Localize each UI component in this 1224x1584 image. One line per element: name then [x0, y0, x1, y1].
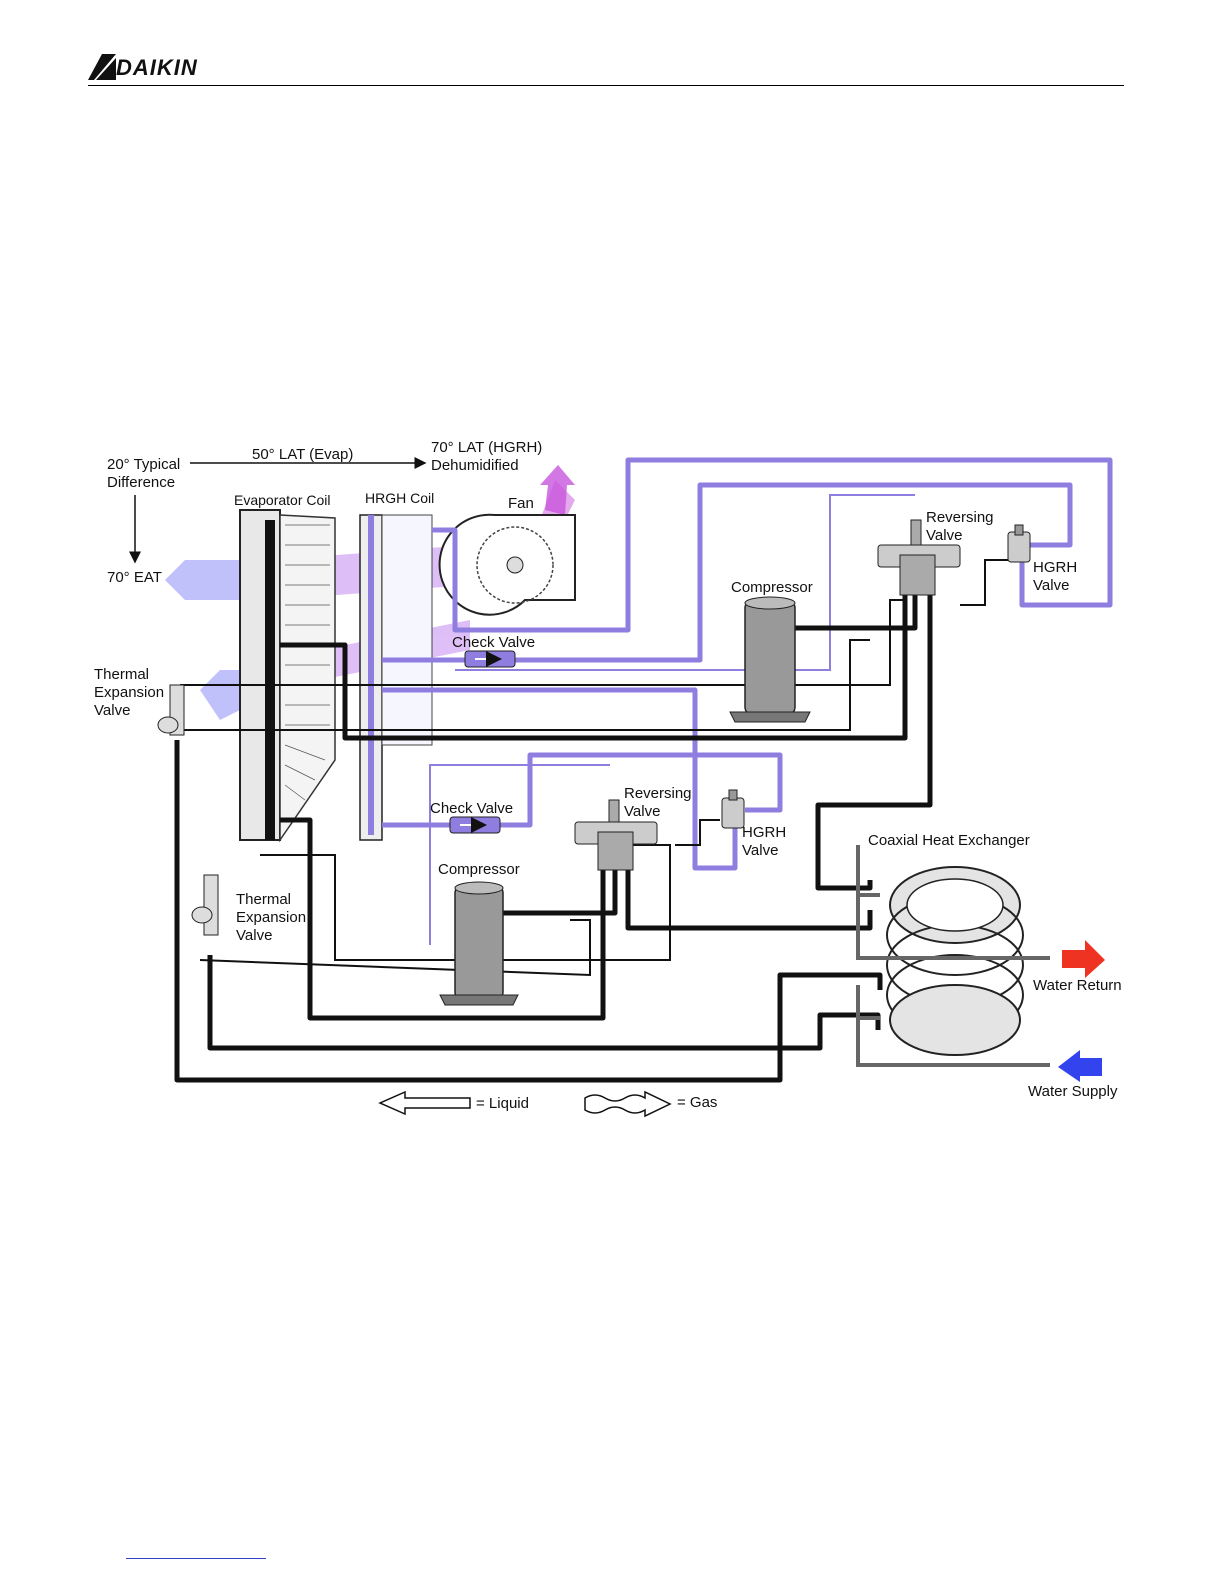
legend: = Liquid = Gas — [378, 1090, 717, 1118]
hgrh-valve-lower-label-2: Valve — [742, 842, 778, 859]
dehumidified-label: Dehumidified — [431, 457, 519, 474]
compressor-lower — [439, 881, 519, 1006]
eat-label: 70° EAT — [107, 569, 162, 586]
hgrh-valve-lower — [721, 789, 745, 829]
compressor-upper — [729, 596, 811, 723]
hgrh-valve-upper — [1007, 524, 1031, 563]
tev-lower-label-2: Expansion — [236, 909, 306, 926]
hgrh-valve-upper-label-2: Valve — [1033, 577, 1069, 594]
tev-lower-label: Thermal — [236, 891, 291, 908]
check-valve-upper-label: Check Valve — [452, 634, 535, 651]
tev-lower-label-3: Valve — [236, 927, 272, 944]
daikin-logo — [88, 54, 218, 80]
reversing-valve-upper-label-2: Valve — [926, 527, 962, 544]
reversing-valve-lower-label: Reversing — [624, 785, 692, 802]
reversing-valve-lower-label-2: Valve — [624, 803, 660, 820]
evaporator-coil — [239, 509, 336, 843]
thermal-expansion-valve-upper — [157, 684, 185, 736]
reversing-valve-lower — [574, 799, 658, 871]
fan — [438, 513, 576, 616]
hgrh-valve-upper-label: HGRH — [1033, 559, 1077, 576]
lat-evap-label: 50° LAT (Evap) — [252, 446, 353, 463]
hrgh-coil — [359, 514, 433, 841]
tev-upper-label-2: Expansion — [94, 684, 164, 701]
gas-lines-thin — [429, 494, 915, 945]
water-supply-arrow — [1058, 1050, 1102, 1082]
liquid-legend-arrow — [378, 1090, 471, 1116]
water-return-label: Water Return — [1033, 977, 1122, 994]
header-rule — [88, 85, 1124, 86]
liquid-legend-label: = Liquid — [476, 1095, 529, 1112]
check-valve-lower-label: Check Valve — [430, 800, 513, 817]
typical-difference-label-2: Difference — [107, 474, 175, 491]
evaporator-coil-label: Evaporator Coil — [234, 492, 331, 508]
water-return-arrow — [1062, 940, 1105, 978]
hgrh-valve-lower-label: HGRH — [742, 824, 786, 841]
reversing-valve-upper — [877, 519, 961, 596]
coaxial-hx-label: Coaxial Heat Exchanger — [868, 832, 1030, 849]
thin-black-lines — [178, 559, 1020, 977]
footer-link-underline — [126, 1558, 266, 1559]
gas-legend-label: = Gas — [677, 1094, 717, 1111]
check-valve-lower — [449, 816, 501, 834]
tev-upper-label-3: Valve — [94, 702, 130, 719]
daikin-logo-mark — [88, 54, 116, 80]
compressor-upper-label: Compressor — [731, 579, 813, 596]
fan-label: Fan — [508, 495, 534, 512]
coaxial-heat-exchanger — [856, 845, 1050, 1067]
check-valve-upper — [464, 650, 516, 668]
lat-hgrh-label: 70° LAT (HGRH) — [431, 439, 542, 456]
water-supply-label: Water Supply — [1028, 1083, 1118, 1100]
reversing-valve-upper-label: Reversing — [926, 509, 994, 526]
dehumidified-air-arrow — [540, 465, 575, 515]
typical-difference-label: 20° Typical — [107, 456, 180, 473]
gas-lines — [382, 457, 1113, 871]
hrgh-coil-label: HRGH Coil — [365, 490, 434, 506]
gas-legend-arrow — [584, 1090, 672, 1118]
brand-name: DAIKIN — [116, 55, 198, 80]
compressor-lower-label: Compressor — [438, 861, 520, 878]
thermal-expansion-valve-lower — [191, 874, 219, 936]
tev-upper-label: Thermal — [94, 666, 149, 683]
